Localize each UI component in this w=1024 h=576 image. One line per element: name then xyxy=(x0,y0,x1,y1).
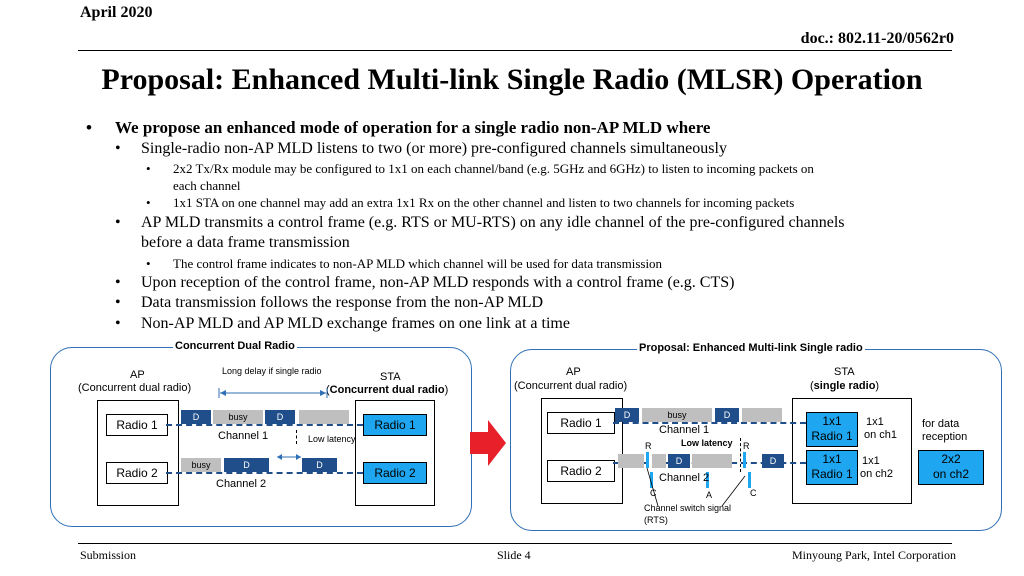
right-ch1-data: D xyxy=(615,408,639,422)
on-ch2-label-b: on ch2 xyxy=(860,468,894,480)
switch-signal-label-rts: (RTS) xyxy=(644,515,668,525)
left-ch1-data: D xyxy=(181,410,211,424)
left-ch1-data: D xyxy=(265,410,295,424)
right-ap-radio1: Radio 1 xyxy=(547,412,615,434)
bullet-marker: • xyxy=(146,195,151,210)
on-ch2-label-a: 1x1 xyxy=(862,455,880,467)
c-label: C xyxy=(650,488,657,498)
bullet-1-2-1: The control frame indicates to non-AP ML… xyxy=(173,256,663,271)
right-channel2-label: Channel 2 xyxy=(659,472,710,484)
a-label: A xyxy=(706,490,713,500)
left-channel2-line xyxy=(166,472,363,474)
bullet-1: We propose an enhanced mode of operation… xyxy=(115,118,711,137)
for-data-label-a: for data xyxy=(922,418,960,430)
right-panel-title: Proposal: Enhanced Multi-link Single rad… xyxy=(637,342,865,354)
bullet-marker: • xyxy=(115,140,121,157)
for-data-label-b: reception xyxy=(922,431,968,443)
bullet-1-2-cont: before a data frame transmission xyxy=(141,234,350,251)
bullet-1-2: AP MLD transmits a control frame (e.g. R… xyxy=(141,214,845,231)
left-ap-radio2: Radio 2 xyxy=(106,462,168,484)
left-ap-radio1: Radio 1 xyxy=(106,414,168,436)
left-latency-marker xyxy=(296,430,297,444)
cts-tick xyxy=(650,472,653,488)
on-ch1-label-a: 1x1 xyxy=(866,416,884,428)
bullet-1-1-1: 2x2 Tx/Rx module may be configured to 1x… xyxy=(173,161,814,176)
long-delay-arrow xyxy=(218,388,328,398)
header-doc-id: doc.: 802.11-20/0562r0 xyxy=(800,30,954,47)
bullet-1-1-2: 1x1 STA on one channel may add an extra … xyxy=(173,195,795,210)
rts-tick xyxy=(646,452,649,468)
switch-signal-pointers xyxy=(646,468,746,507)
rts-tick xyxy=(743,452,746,468)
right-channel1-line xyxy=(613,422,806,424)
left-channel1-line xyxy=(166,424,363,426)
left-channel1-label: Channel 1 xyxy=(218,430,269,442)
r-label: R xyxy=(645,441,652,451)
bullet-marker: • xyxy=(115,274,121,291)
bullet-marker: • xyxy=(115,315,121,332)
footer-slide-number: Slide 4 xyxy=(497,548,531,562)
cts-tick xyxy=(748,472,751,488)
right-ch2-data: D xyxy=(668,454,690,468)
right-ap-sub: (Concurrent dual radio) xyxy=(514,380,628,392)
left-panel-title: Concurrent Dual Radio xyxy=(173,340,297,352)
left-ch2-data: D xyxy=(302,458,337,472)
left-sta-sub: (Concurrent dual radio) xyxy=(326,384,449,396)
right-sta-label: STA xyxy=(834,366,855,378)
right-ap-label: AP xyxy=(566,366,581,378)
right-ch2-idle xyxy=(618,454,644,468)
right-ch1-busy: busy xyxy=(642,408,712,422)
low-latency-arrow xyxy=(277,454,301,460)
right-low-latency-label: Low latency xyxy=(681,438,733,448)
bullet-marker: • xyxy=(115,294,121,311)
left-ch2-data: D xyxy=(224,458,269,472)
bullet-1-3: Upon reception of the control frame, non… xyxy=(141,274,735,291)
bullet-1-4: Data transmission follows the response f… xyxy=(141,294,544,311)
right-ch2-data: D xyxy=(762,454,784,468)
on-ch1-label-b: on ch1 xyxy=(864,429,898,441)
footer-rule xyxy=(78,543,952,544)
footer-author: Minyoung Park, Intel Corporation xyxy=(792,548,956,562)
left-ch2-busy: busy xyxy=(181,458,221,472)
r-label: R xyxy=(743,441,750,451)
bullet-marker: • xyxy=(146,161,151,176)
red-transition-arrow xyxy=(470,420,506,466)
left-sta-label: STA xyxy=(380,371,401,383)
left-sta-radio1: Radio 1 xyxy=(363,414,427,436)
right-ch2-idle xyxy=(652,454,666,468)
right-ap-radio2: Radio 2 xyxy=(547,460,615,482)
bullet-1-5: Non-AP MLD and AP MLD exchange frames on… xyxy=(141,315,570,332)
left-low-latency-label: Low latency xyxy=(308,434,356,444)
right-latency-marker xyxy=(740,438,741,472)
right-channel1-label: Channel 1 xyxy=(659,424,710,436)
bullet-1-1: Single-radio non-AP MLD listens to two (… xyxy=(141,140,727,157)
header-rule xyxy=(78,50,952,51)
ack-tick xyxy=(706,472,709,488)
left-ap-label: AP xyxy=(130,369,145,381)
bullet-1-1-1-cont: each channel xyxy=(173,178,241,193)
right-ch1-data: D xyxy=(715,408,739,422)
right-sta-sub: (single radio) xyxy=(810,380,880,392)
right-ch2-idle xyxy=(692,454,732,468)
bullet-marker: • xyxy=(146,256,151,271)
left-sta-radio2: Radio 2 xyxy=(363,462,427,484)
header-date: April 2020 xyxy=(80,4,153,21)
bullet-marker: • xyxy=(115,214,121,231)
right-ch1-idle xyxy=(742,408,782,422)
left-ap-sub: (Concurrent dual radio) xyxy=(78,382,192,394)
c-label: C xyxy=(750,488,757,498)
left-channel2-label: Channel 2 xyxy=(216,478,267,490)
left-ch1-busy: busy xyxy=(213,410,263,424)
long-delay-label: Long delay if single radio xyxy=(222,366,322,376)
footer-submission: Submission xyxy=(80,548,137,562)
left-ch1-idle xyxy=(299,410,349,424)
slide-title: Proposal: Enhanced Multi-link Single Rad… xyxy=(101,63,923,96)
switch-signal-label: Channel switch signal xyxy=(644,503,732,513)
bullet-marker: • xyxy=(86,118,92,137)
